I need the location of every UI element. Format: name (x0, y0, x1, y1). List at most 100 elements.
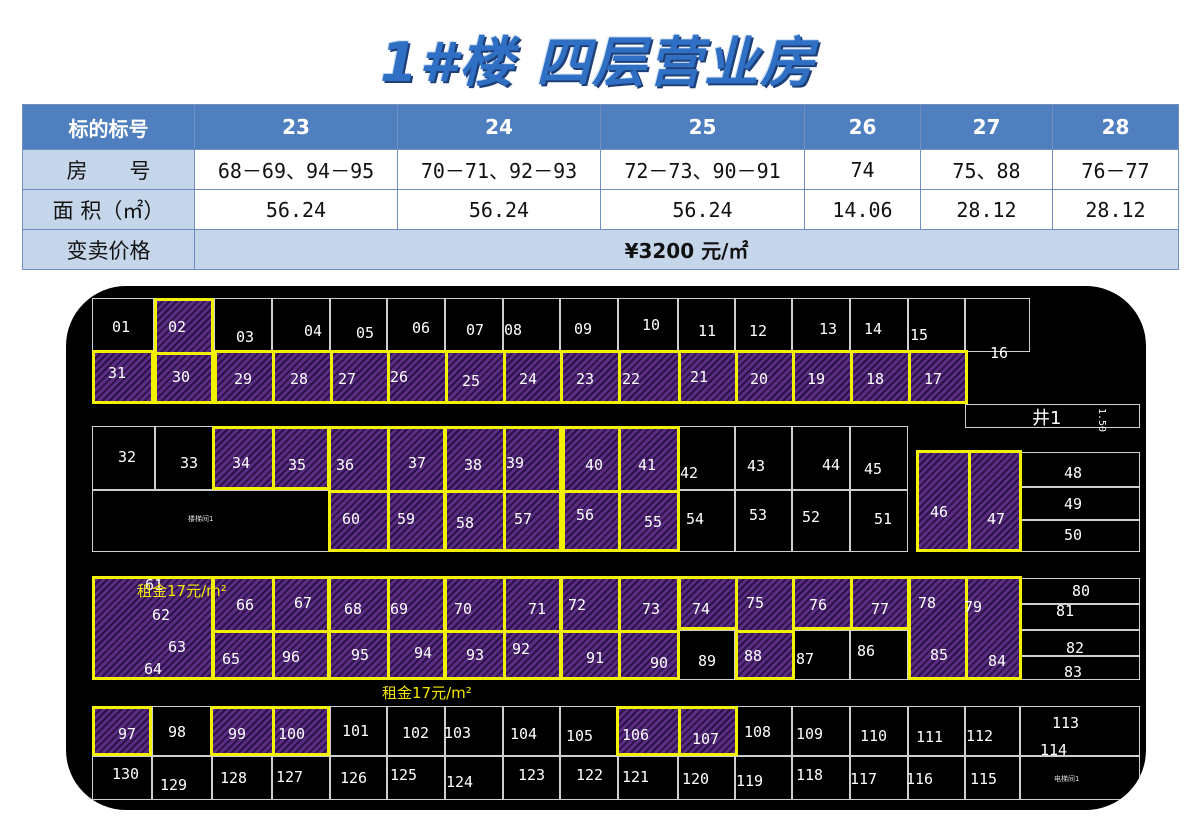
page-title: 1#楼 四层营业房 (380, 31, 816, 94)
room-number: 79 (964, 598, 983, 616)
room-number: 103 (444, 724, 472, 742)
unit-divider (678, 706, 681, 756)
unit-divider (272, 426, 275, 490)
room-number: 101 (342, 722, 370, 740)
unit-cell (792, 490, 850, 552)
unit-cell (965, 756, 1020, 800)
room-number: 35 (288, 456, 307, 474)
room-number: 129 (160, 776, 188, 794)
room-number: 74 (692, 600, 711, 618)
room-number: 68 (344, 600, 363, 618)
unit-divider (850, 350, 853, 404)
unit-divider (618, 350, 621, 404)
room-number: 128 (220, 769, 248, 787)
room-number: 69 (390, 600, 409, 618)
unit-72-73-91-90 (560, 576, 680, 680)
unit-divider (387, 576, 390, 680)
room-number: 28 (290, 370, 309, 388)
unit-divider (560, 630, 680, 633)
unit-99-100 (210, 706, 330, 756)
room-number: 78 (918, 594, 937, 612)
room-number: 102 (402, 724, 430, 742)
unit-cell (850, 490, 908, 552)
unit-divider (618, 576, 621, 680)
lot-table: 标的标号 23 24 25 26 27 28 房 号 68－69、94－95 7… (22, 104, 1179, 270)
room-number: 12 (749, 322, 768, 340)
room-number: 32 (118, 448, 137, 466)
area-cell: 56.24 (194, 189, 398, 230)
room-number: 106 (622, 726, 650, 744)
room-number: 127 (276, 768, 304, 786)
room-number: 60 (342, 510, 361, 528)
unit-cell (965, 706, 1020, 756)
unit-divider (154, 352, 214, 355)
room-number: 46 (930, 503, 949, 521)
room-number: 59 (397, 510, 416, 528)
room-number: 88 (744, 647, 763, 665)
unit-cell (792, 426, 850, 490)
rent-label: 租金17元/m² (137, 582, 227, 600)
unit-divider (908, 350, 911, 404)
unit-divider (560, 350, 563, 404)
room-number: 116 (906, 770, 934, 788)
room-number: 93 (466, 646, 485, 664)
unit-cell (92, 756, 152, 800)
room-number: 04 (304, 322, 323, 340)
room-number: 112 (966, 727, 994, 745)
room-number: 130 (112, 765, 140, 783)
unit-cell (445, 756, 503, 800)
room-cell: 70－71、92－93 (397, 149, 601, 190)
room-number: 77 (871, 600, 890, 618)
unit-cell (792, 756, 850, 800)
unit-106-107 (616, 706, 738, 756)
unit-divider (618, 426, 621, 552)
room-number: 37 (408, 454, 427, 472)
area-cell: 56.24 (600, 189, 805, 230)
unit-cell (908, 706, 965, 756)
area-cell: 14.06 (804, 189, 921, 230)
unit-divider (792, 350, 795, 404)
room-number: 33 (180, 454, 199, 472)
table-row-area: 面 积（㎡） 56.24 56.24 56.24 14.06 28.12 28.… (22, 189, 1179, 230)
room-number: 22 (622, 370, 641, 388)
unit-cell (330, 706, 387, 756)
room-number: 105 (566, 727, 594, 745)
room-number: 14 (864, 320, 883, 338)
stair-label: 楼梯间1 (188, 515, 214, 523)
room-number: 17 (924, 370, 943, 388)
unit-cell (678, 756, 735, 800)
unit-cell (387, 706, 445, 756)
unit-divider (850, 576, 853, 630)
room-number: 75 (746, 594, 765, 612)
unit-66-67-65-96 (212, 576, 330, 680)
area-label: 面 积（㎡） (22, 189, 195, 230)
room-number: 72 (568, 596, 587, 614)
room-number: 124 (446, 773, 474, 791)
price-label: 变卖价格 (22, 229, 195, 270)
unit-cell (965, 298, 1030, 352)
unit-75-88 (735, 576, 795, 680)
unit-cell (618, 756, 678, 800)
unit-cell (850, 426, 908, 490)
lot-number: 23 (194, 104, 398, 150)
room-number: 98 (168, 723, 187, 741)
room-number: 64 (144, 660, 163, 678)
lot-number: 25 (600, 104, 805, 150)
unit-cell (212, 756, 272, 800)
unit-divider (272, 576, 275, 680)
unit-cell (272, 756, 330, 800)
room-number: 73 (642, 600, 661, 618)
room-number: 123 (518, 766, 546, 784)
rooms-label: 房 号 (22, 149, 195, 190)
room-number: 44 (822, 456, 841, 474)
unit-34-35 (212, 426, 330, 490)
unit-divider (735, 630, 795, 633)
room-number: 27 (338, 370, 357, 388)
room-number: 48 (1064, 464, 1083, 482)
unit-97 (92, 706, 152, 756)
room-number: 11 (698, 322, 717, 340)
unit-divider (387, 350, 390, 404)
room-number: 50 (1064, 526, 1083, 544)
room-number: 83 (1064, 663, 1083, 681)
unit-38-39-58-57 (444, 426, 562, 552)
